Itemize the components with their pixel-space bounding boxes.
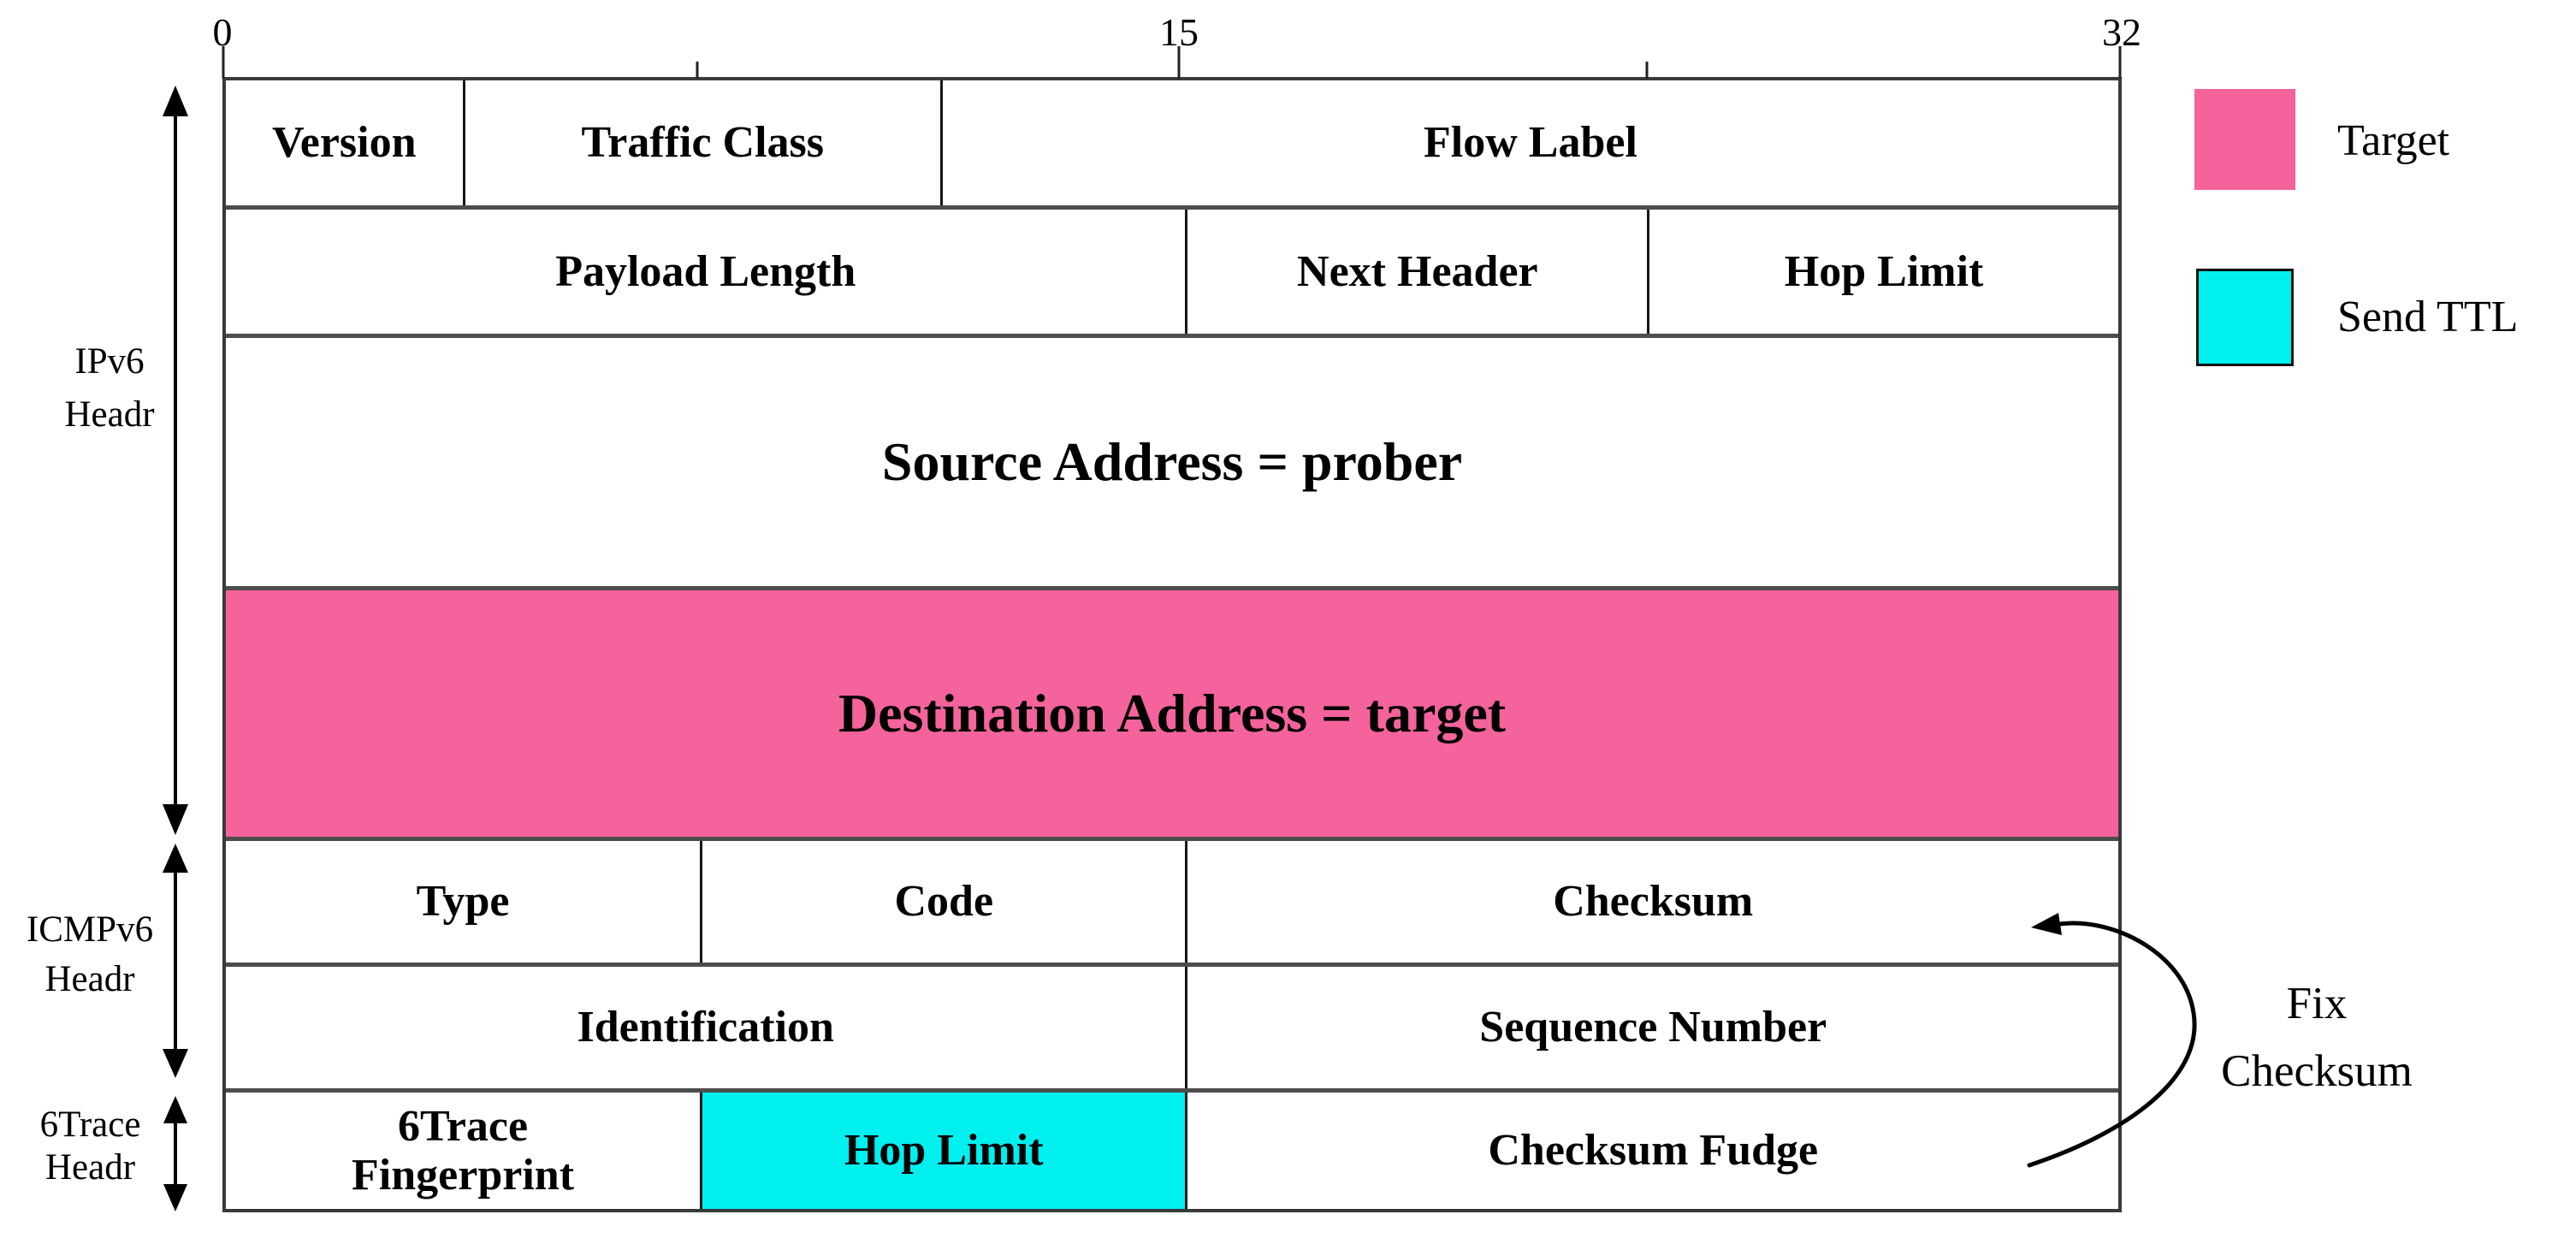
field-type: Type <box>416 877 510 927</box>
field-6trace-fingerprint: 6Trace Fingerprint <box>226 1093 700 1209</box>
icmpv6-header-label: ICMPv6 Headr <box>4 905 175 1004</box>
table-row: Type Code Checksum <box>226 837 2118 963</box>
icmpv6-header-label-line1: ICMPv6 <box>26 909 154 950</box>
legend-send-ttl-label: Send TTL <box>2337 293 2519 341</box>
fix-checksum-note-line1: Fix <box>2286 979 2348 1028</box>
field-next-header: Next Header <box>1185 210 1647 334</box>
ipv6-header-span-arrow <box>163 86 188 835</box>
ipv6-header-label: IPv6 Headr <box>26 335 193 441</box>
field-6trace-fingerprint-line1: 6Trace <box>398 1101 529 1151</box>
legend-target-swatch <box>2194 89 2295 190</box>
6trace-header-label-line1: 6Trace <box>39 1105 141 1145</box>
fix-checksum-note: Fix Checksum <box>2180 970 2454 1105</box>
field-sequence-number: Sequence Number <box>1185 967 2118 1088</box>
fix-checksum-note-line2: Checksum <box>2221 1046 2413 1096</box>
field-source-address: Source Address = prober <box>881 430 1463 492</box>
table-row: Destination Address = target <box>226 586 2118 837</box>
axis-label-15: 15 <box>1159 10 1199 54</box>
icmpv6-header-label-line2: Headr <box>44 959 135 999</box>
field-version: Version <box>271 118 417 168</box>
6trace-header-label-line2: Headr <box>44 1147 136 1188</box>
axis-label-0: 0 <box>212 10 233 54</box>
packet-table: Version Traffic Class Flow Label Payload… <box>222 77 2122 1212</box>
field-6trace-fingerprint-line2: Fingerprint <box>352 1151 575 1199</box>
field-hop-limit-send-ttl: Hop Limit <box>700 1093 1186 1209</box>
table-row: Payload Length Next Header Hop Limit <box>226 205 2118 334</box>
table-row: Identification Sequence Number <box>226 963 2118 1088</box>
field-hop-limit: Hop Limit <box>1647 210 2118 334</box>
table-row: Version Traffic Class Flow Label <box>226 80 2118 205</box>
field-code: Code <box>700 841 1185 963</box>
6trace-header-label: 6Trace Headr <box>7 1104 174 1189</box>
field-payload-length: Payload Length <box>555 246 856 296</box>
legend-target-label: Target <box>2337 116 2450 165</box>
ipv6-header-label-line2: Headr <box>64 394 155 435</box>
table-row: Source Address = prober <box>226 334 2118 586</box>
field-checksum-fudge: Checksum Fudge <box>1185 1093 2118 1209</box>
axis-label-32: 32 <box>2102 10 2141 54</box>
field-checksum: Checksum <box>1185 841 2118 963</box>
field-destination-address: Destination Address = target <box>226 590 2118 837</box>
field-traffic-class: Traffic Class <box>462 80 941 205</box>
field-identification: Identification <box>577 1003 834 1052</box>
ipv6-header-label-line1: IPv6 <box>74 341 145 382</box>
legend-send-ttl-swatch <box>2196 269 2294 366</box>
field-flow-label: Flow Label <box>940 80 2118 205</box>
table-row: 6Trace Fingerprint Hop Limit Checksum Fu… <box>226 1088 2118 1209</box>
